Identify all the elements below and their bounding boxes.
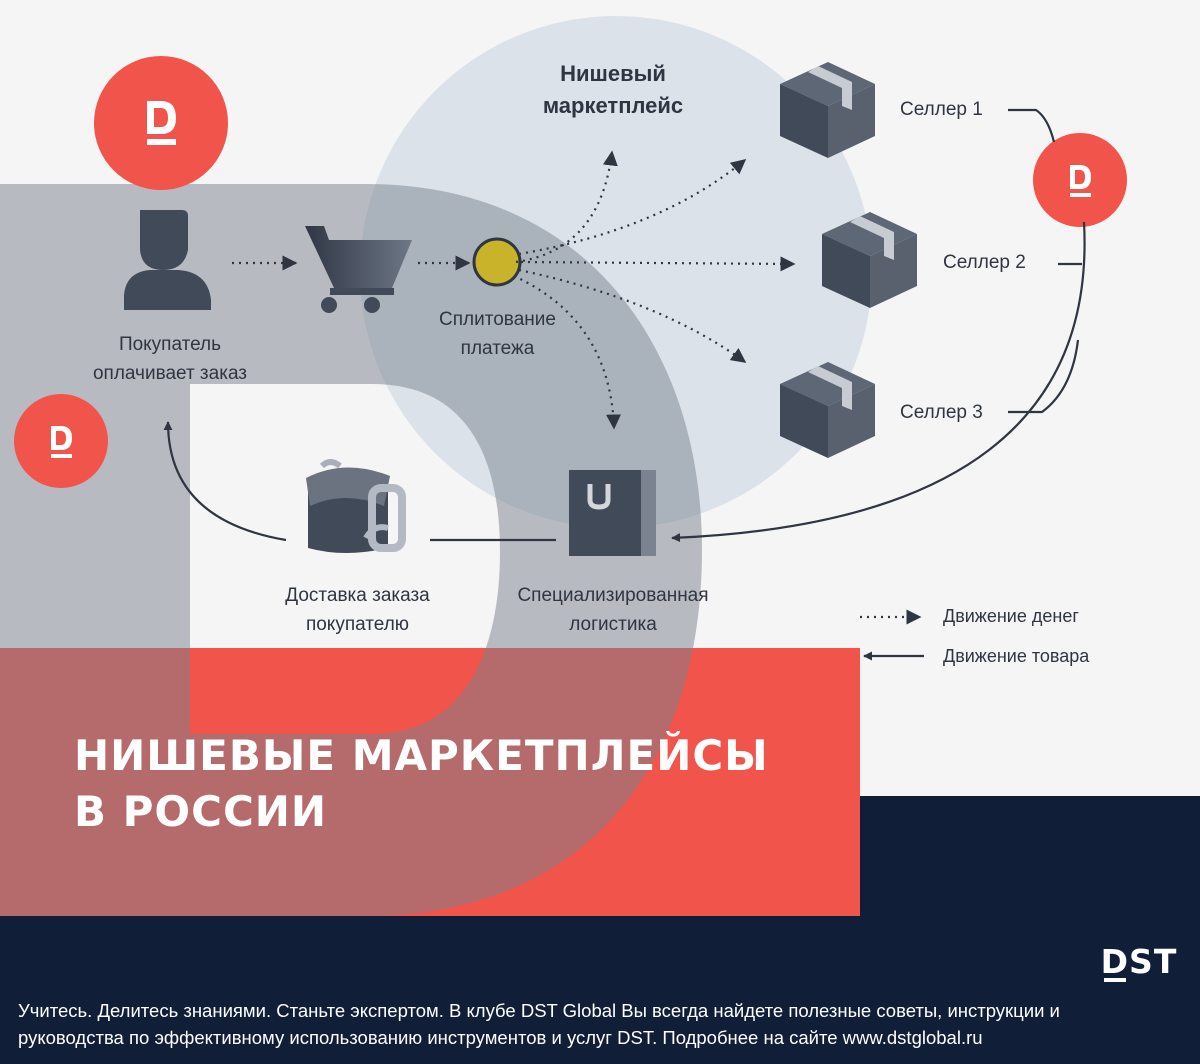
legend-money-label: Движение денег [943, 606, 1079, 626]
logistics-line2: логистика [569, 614, 657, 635]
legend-goods-label: Движение товара [943, 646, 1090, 666]
niche-marketplace-label: Нишевый маркетплейс [498, 58, 728, 122]
buyer-line2: оплачивает заказ [92, 363, 248, 384]
delivery-bag-icon [306, 459, 406, 553]
niche-marketplace-line2: маркетплейс [542, 93, 684, 118]
page-title: НИШЕВЫЕ МАРКЕТПЛЕЙСЫ В РОССИИ [74, 728, 769, 840]
cart-icon [305, 226, 412, 313]
dst-logo: DST [1098, 944, 1180, 982]
logo-circle-top [94, 56, 228, 190]
goods-flow-arrows [163, 108, 1086, 661]
logo-circle-right [1033, 133, 1127, 227]
logistics-bag-icon [569, 470, 656, 556]
logistics-line1: Специализированная [517, 585, 709, 606]
buyer-line1: Покупатель [118, 334, 222, 355]
dst-logo-text: DST [1100, 942, 1178, 981]
seller-box-icon-2 [822, 212, 917, 308]
buyer-person-icon [124, 210, 211, 310]
payment-coin-icon [472, 237, 522, 287]
footer-line2: руководства по эффективному использовани… [18, 1027, 983, 1048]
logo-circle-left [14, 394, 108, 488]
delivery-label: Доставка заказа покупателю [250, 581, 465, 639]
delivery-line2: покупателю [305, 614, 410, 635]
footer-line1: Учитесь. Делитесь знаниями. Станьте эксп… [18, 1000, 1060, 1021]
money-flow-arrows [232, 150, 922, 625]
footer-text: Учитесь. Делитесь знаниями. Станьте эксп… [18, 997, 1188, 1051]
seller-label-2: Селлер 2 [943, 252, 1026, 273]
payment-split-line1: Сплитование [439, 309, 556, 330]
seller-label-3: Селлер 3 [900, 402, 983, 423]
title-line2: В РОССИИ [74, 787, 328, 836]
payment-split-line2: платежа [460, 338, 535, 359]
seller-box-icon-1 [780, 62, 875, 158]
seller-label-1: Селлер 1 [900, 99, 983, 120]
big-d-shape [0, 184, 702, 916]
delivery-line1: Доставка заказа [285, 585, 430, 606]
seller-box-icon-3 [780, 362, 875, 458]
payment-split-label: Сплитование платежа [410, 305, 585, 363]
buyer-label: Покупатель оплачивает заказ [60, 330, 280, 388]
niche-marketplace-line1: Нишевый [560, 61, 666, 86]
logistics-label: Специализированная логистика [488, 581, 738, 639]
dst-logo-underline [1104, 978, 1126, 982]
title-line1: НИШЕВЫЕ МАРКЕТПЛЕЙСЫ [74, 731, 769, 780]
